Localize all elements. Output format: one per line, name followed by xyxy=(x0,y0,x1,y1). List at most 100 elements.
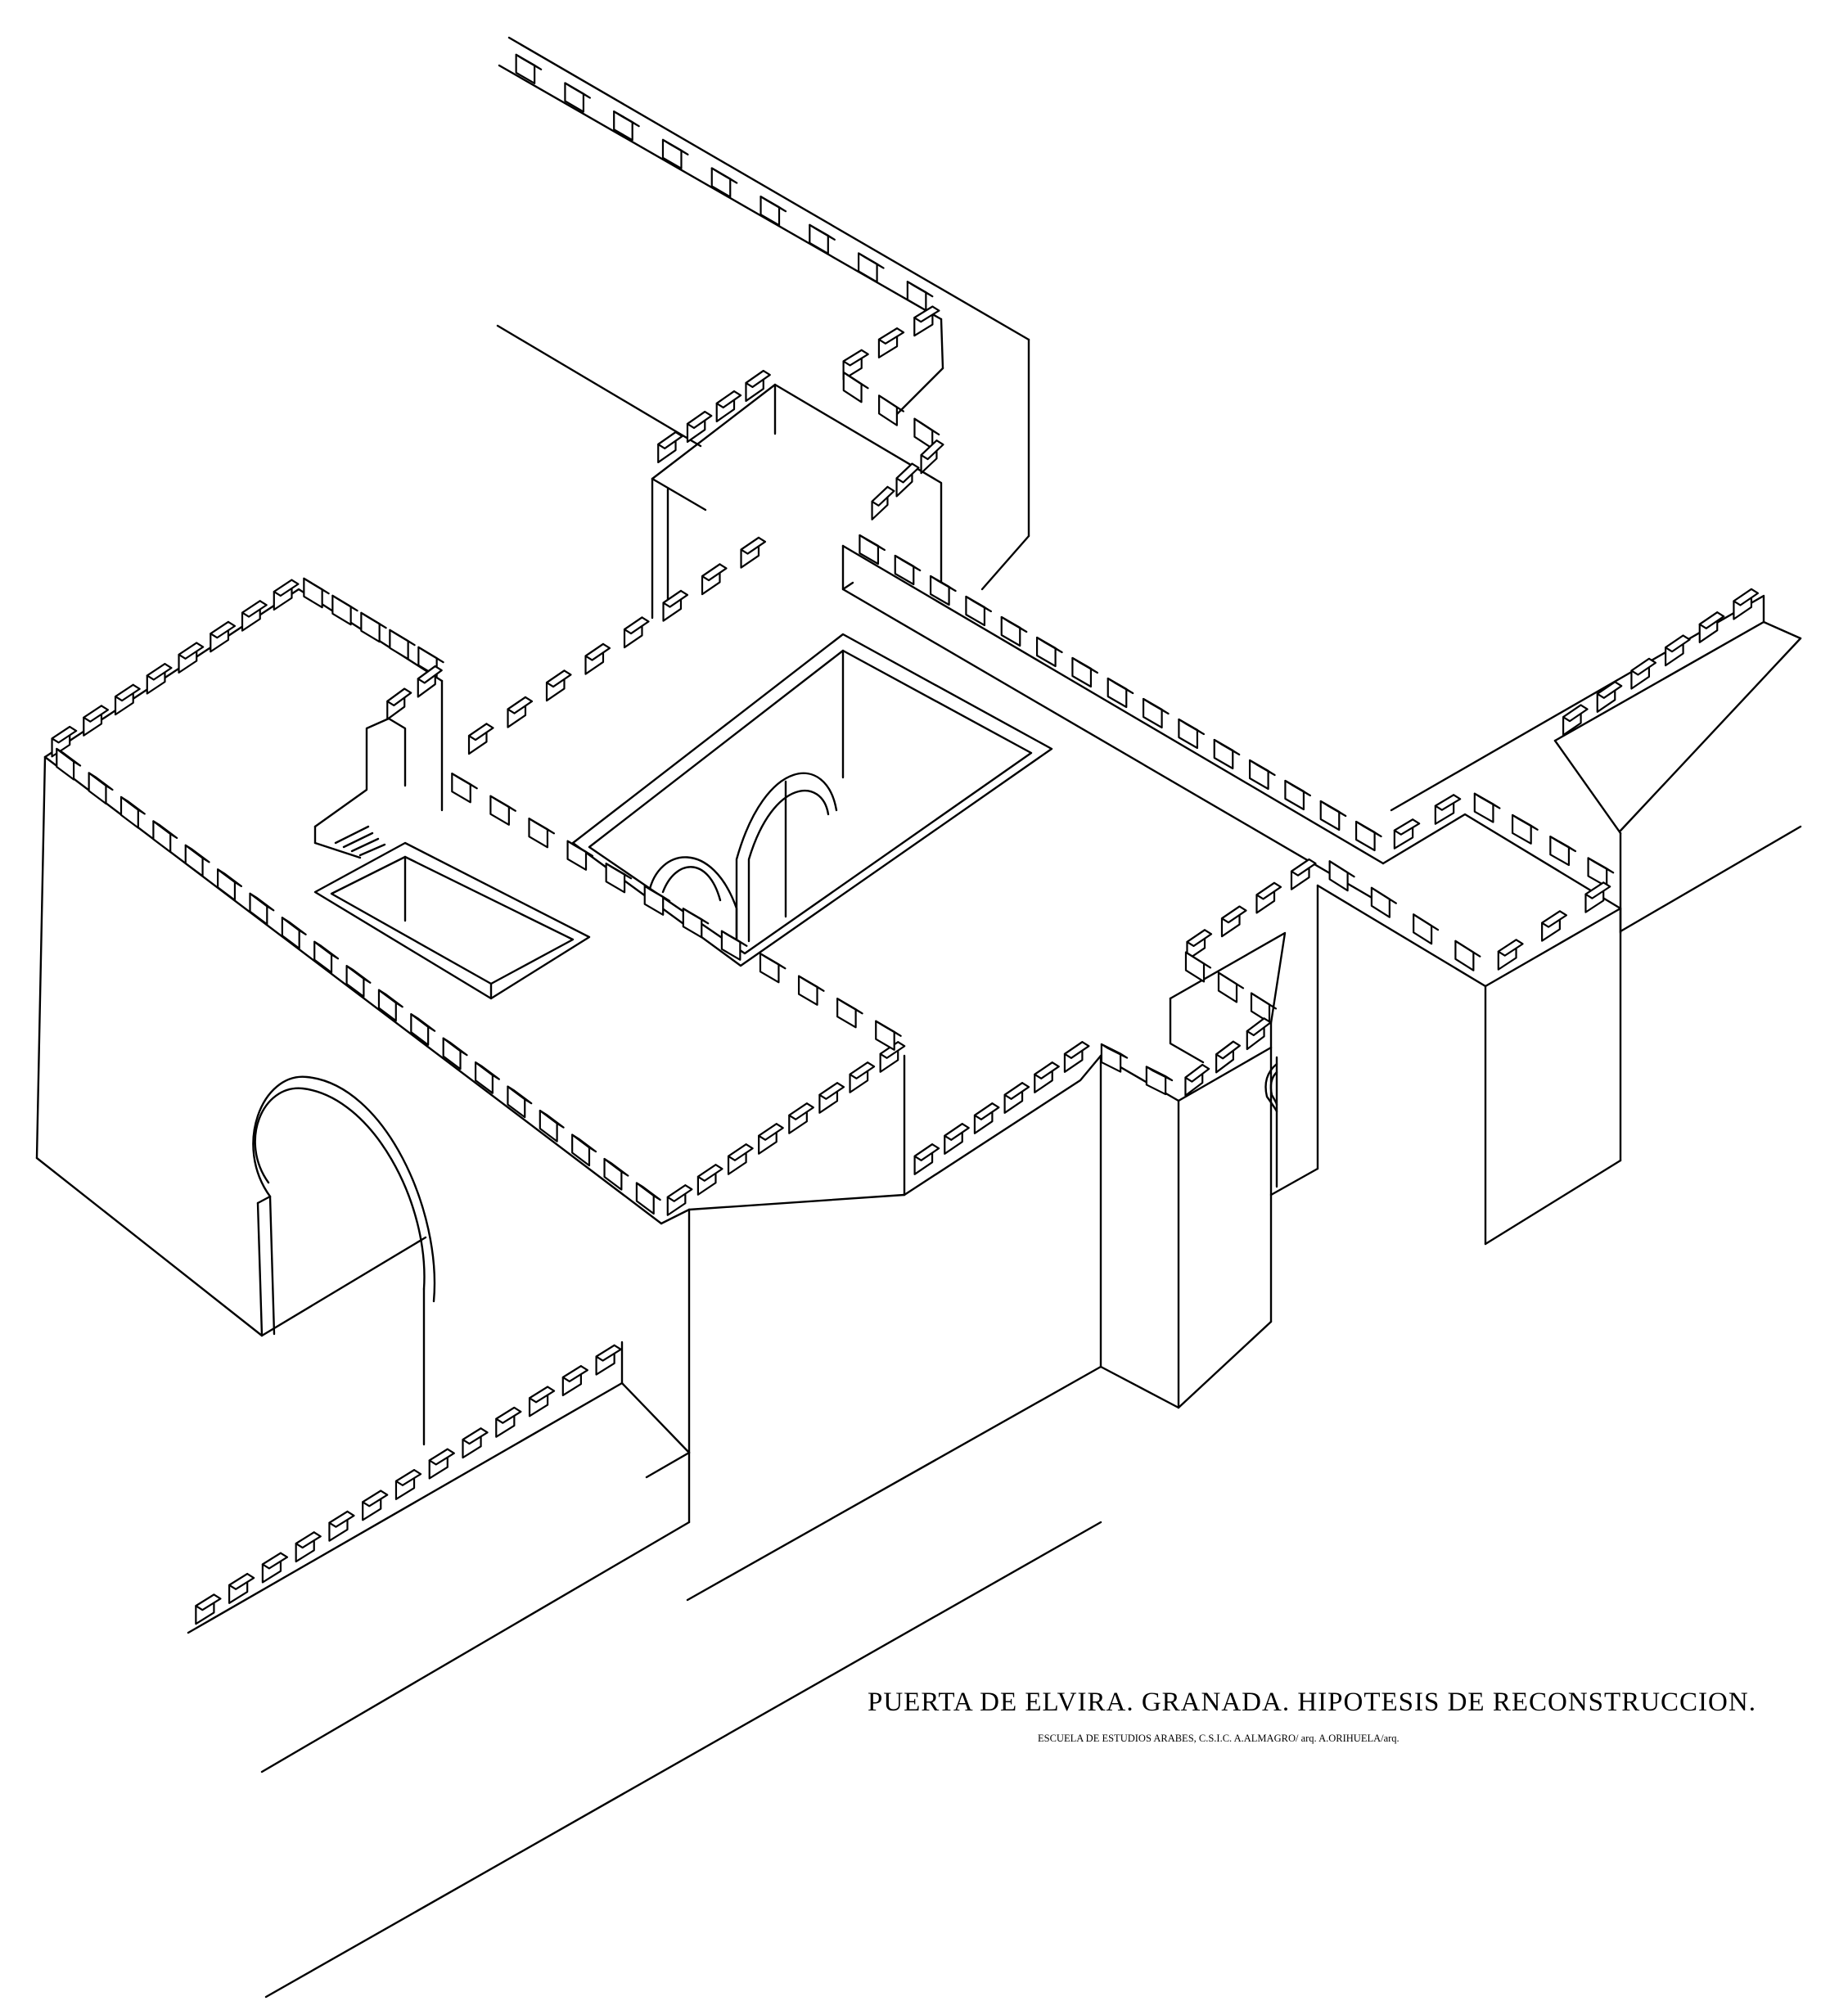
merlon-cap xyxy=(428,1448,455,1466)
merlon xyxy=(797,975,818,1006)
merlon-cap xyxy=(623,616,650,635)
merlon-cap xyxy=(710,167,738,184)
merlon-cap xyxy=(643,885,671,902)
merlon xyxy=(836,998,857,1029)
merlon-cap xyxy=(1035,636,1063,654)
merlon-cap xyxy=(178,642,205,660)
rear-wall-line xyxy=(496,324,702,448)
merlon-cap xyxy=(528,1386,556,1404)
merlon xyxy=(489,795,510,826)
merlon-cap xyxy=(114,683,141,702)
drawing-credits: ESCUELA DE ESTUDIOS ARABES, C.S.I.C. A.A… xyxy=(1038,1733,1400,1744)
merlon-cap xyxy=(389,629,416,647)
merlon-cap xyxy=(859,534,886,552)
merlon-cap xyxy=(489,795,516,812)
merlon-cap xyxy=(1184,1063,1210,1083)
merlon-cap xyxy=(662,589,689,608)
merlon-cap xyxy=(759,953,787,970)
merlon-cap xyxy=(1511,813,1539,831)
stair-structure xyxy=(313,717,407,859)
merlon-cap xyxy=(462,1427,489,1445)
left-tower xyxy=(35,588,444,1337)
merlon-cap xyxy=(410,1013,436,1032)
merlon xyxy=(842,371,863,403)
merlon-cap xyxy=(451,773,478,790)
merlon-cap xyxy=(1220,905,1247,924)
merlon-cap xyxy=(281,917,307,935)
merlon-cap xyxy=(1186,929,1213,948)
merlon-cap xyxy=(1034,1061,1060,1079)
merlon-cap xyxy=(184,844,210,863)
merlon xyxy=(389,629,409,660)
merlon xyxy=(875,1020,895,1051)
rear-tower xyxy=(651,383,943,620)
merlon-cap xyxy=(745,369,771,389)
merlon-cap xyxy=(495,1406,522,1424)
merlon-cap xyxy=(913,305,940,323)
merlon-cap xyxy=(539,1109,565,1129)
merlon-cap xyxy=(758,1123,784,1141)
merlon-cap xyxy=(1178,718,1206,736)
merlon-cap xyxy=(1541,910,1567,928)
merlon-cap xyxy=(474,1061,500,1080)
merlon-cap xyxy=(345,965,372,984)
merlon-cap xyxy=(727,1143,754,1161)
merlon-cap xyxy=(1246,1017,1272,1037)
merlon-cap xyxy=(605,863,633,880)
merlon xyxy=(1413,913,1433,945)
merlon-cap xyxy=(1596,681,1623,699)
main-front-block xyxy=(43,755,906,1479)
merlon-cap xyxy=(1497,939,1524,957)
merlon-cap xyxy=(788,1102,814,1120)
merlon-cap xyxy=(528,818,556,835)
far-right-wall xyxy=(1390,594,1802,935)
merlon xyxy=(331,594,352,626)
merlon-cap xyxy=(871,485,895,507)
merlon-cap xyxy=(635,1182,661,1201)
merlon-cap xyxy=(261,1552,289,1570)
merlon xyxy=(360,611,381,643)
merlon-cap xyxy=(1733,588,1760,606)
merlon-cap xyxy=(1215,1040,1241,1060)
merlon-cap xyxy=(1213,738,1241,756)
merlon-cap xyxy=(571,1133,597,1153)
merlon-cap xyxy=(394,1469,422,1486)
merlon-cap xyxy=(797,975,825,992)
merlon-cap xyxy=(360,611,387,629)
merlon xyxy=(451,773,471,804)
merlon-cap xyxy=(56,747,82,767)
main-horseshoe-arch xyxy=(252,1075,436,1446)
merlon-cap xyxy=(701,563,728,582)
merlon-cap xyxy=(507,696,534,714)
merlon-cap xyxy=(715,390,742,409)
merlon xyxy=(759,953,780,984)
merlon-cap xyxy=(965,595,993,613)
merlon-cap xyxy=(849,1061,876,1079)
merlon-cap xyxy=(740,536,767,555)
merlon-cap xyxy=(417,665,443,684)
merlon-cap xyxy=(603,1157,629,1177)
merlon xyxy=(528,818,549,849)
merlon-cap xyxy=(895,462,920,484)
merlon xyxy=(913,417,934,450)
merlon-cap xyxy=(944,1123,970,1141)
merlon-cap xyxy=(1664,634,1691,653)
merlon-cap xyxy=(377,989,403,1008)
merlon-cap xyxy=(906,281,934,298)
drawing-title: PUERTA DE ELVIRA. GRANADA. HIPOTESIS DE … xyxy=(868,1688,1756,1717)
merlon-cap xyxy=(1100,1043,1129,1059)
merlon-cap xyxy=(1413,913,1440,931)
merlon-cap xyxy=(228,1572,255,1590)
merlon-cap xyxy=(88,772,114,791)
merlon-cap xyxy=(809,223,836,241)
merlon-cap xyxy=(1473,792,1501,809)
merlon-cap xyxy=(295,1531,322,1549)
merlon xyxy=(1217,971,1238,1003)
merlon-cap xyxy=(249,892,275,912)
merlon-cap xyxy=(507,1085,533,1105)
merlon-cap xyxy=(759,196,787,213)
merlon-cap xyxy=(467,723,494,741)
front-left-wall xyxy=(187,1341,1102,1999)
merlon xyxy=(1184,951,1206,983)
